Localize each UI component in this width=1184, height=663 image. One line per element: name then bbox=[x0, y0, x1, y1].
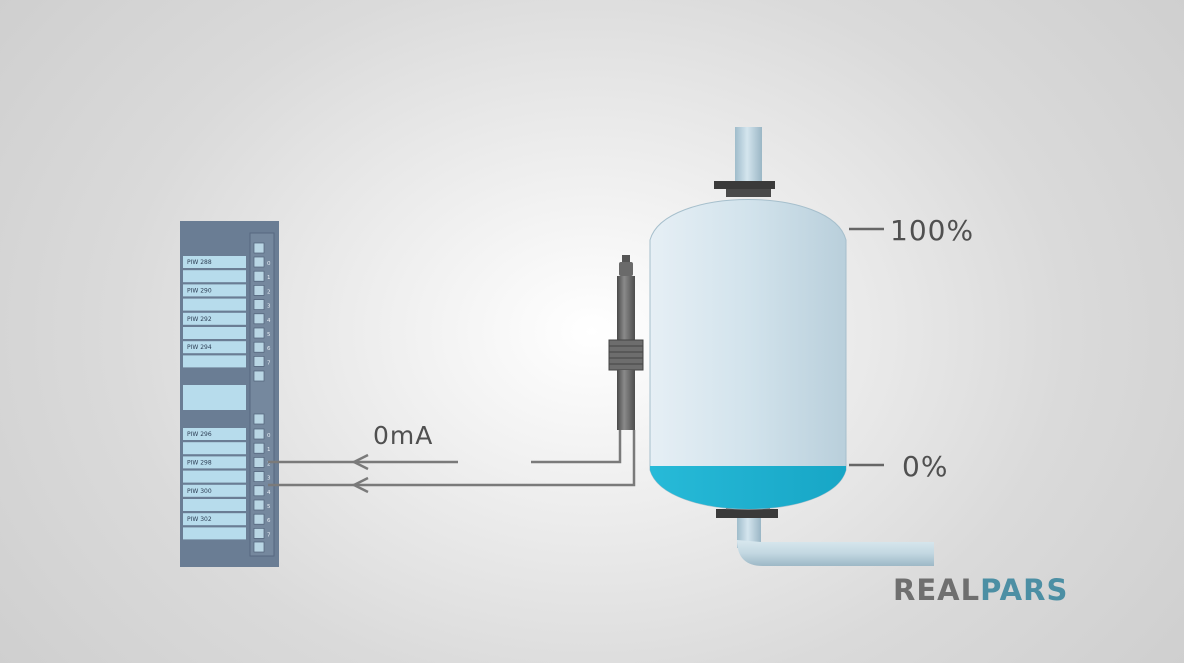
channel-led bbox=[253, 485, 265, 497]
signal-current-label: 0mA bbox=[373, 421, 433, 450]
channel-number: 0 bbox=[267, 261, 271, 267]
input-slot bbox=[183, 442, 246, 455]
module-separator-slot bbox=[183, 385, 246, 410]
channel-led bbox=[253, 242, 265, 254]
input-slot bbox=[183, 484, 246, 497]
channel-led bbox=[253, 457, 265, 468]
input-slot bbox=[183, 327, 246, 339]
arrow-head-icon bbox=[351, 453, 369, 471]
input-slot-label: PIW 294 bbox=[187, 344, 212, 351]
input-slot-label: PIW 300 bbox=[187, 488, 212, 495]
brand-logo: REALPARS bbox=[893, 573, 1068, 607]
input-slot bbox=[183, 527, 246, 540]
channel-led bbox=[253, 499, 265, 511]
channel-number: 2 bbox=[267, 461, 271, 467]
input-slot bbox=[183, 470, 246, 483]
input-slot-label: PIW 298 bbox=[187, 459, 212, 466]
channel-led bbox=[253, 428, 265, 440]
input-slot bbox=[183, 456, 246, 469]
input-slot bbox=[183, 499, 246, 511]
vessel-body bbox=[649, 199, 847, 510]
input-slot-label: PIW 302 bbox=[187, 516, 212, 523]
input-slot-label: PIW 288 bbox=[187, 259, 212, 266]
input-slot bbox=[183, 270, 246, 283]
level-probe-icon bbox=[608, 255, 644, 430]
sensor-probe bbox=[617, 370, 635, 430]
inlet-pipe bbox=[735, 127, 762, 183]
sensor-cap bbox=[622, 255, 630, 263]
channel-led bbox=[253, 528, 265, 539]
input-slot-label: PIW 292 bbox=[187, 316, 212, 323]
channel-led bbox=[253, 413, 265, 425]
brand-logo-part1: REAL bbox=[893, 573, 980, 607]
channel-led bbox=[253, 341, 265, 353]
input-slot bbox=[183, 513, 246, 526]
channel-number: 7 bbox=[267, 532, 271, 538]
input-slot bbox=[183, 355, 246, 368]
channel-number: 3 bbox=[267, 476, 271, 482]
input-slot bbox=[183, 298, 246, 311]
brand-logo-part2: PARS bbox=[980, 573, 1068, 607]
input-slot bbox=[183, 256, 246, 268]
outlet-flange bbox=[716, 509, 778, 518]
channel-number: 4 bbox=[267, 318, 271, 324]
tank: 100% 0% bbox=[649, 127, 974, 566]
channel-number: 5 bbox=[267, 332, 271, 338]
channel-led bbox=[253, 513, 265, 525]
sensor-body bbox=[617, 276, 635, 340]
channel-number: 2 bbox=[267, 289, 271, 295]
channel-led bbox=[253, 541, 265, 553]
liquid-fill bbox=[650, 466, 846, 509]
input-slot bbox=[183, 284, 246, 297]
channel-led bbox=[253, 442, 265, 454]
input-slot-label: PIW 296 bbox=[187, 431, 212, 438]
channel-number: 6 bbox=[267, 346, 271, 352]
input-slot bbox=[183, 312, 246, 325]
channel-number: 6 bbox=[267, 518, 271, 524]
channel-number: 0 bbox=[267, 433, 271, 439]
channel-led bbox=[253, 471, 265, 482]
channel-number: 1 bbox=[267, 275, 271, 281]
channel-number: 4 bbox=[267, 490, 271, 496]
outlet-pipe-horizontal bbox=[737, 540, 934, 566]
inlet-flange bbox=[714, 181, 775, 189]
channel-led bbox=[253, 313, 265, 325]
channel-led bbox=[253, 256, 265, 268]
channel-number: 7 bbox=[267, 360, 271, 366]
channel-led bbox=[253, 327, 265, 339]
channel-led bbox=[253, 285, 265, 296]
inlet-flange-neck bbox=[726, 189, 771, 197]
channel-led bbox=[253, 270, 265, 282]
sensor-head bbox=[619, 262, 633, 276]
channel-number: 1 bbox=[267, 447, 271, 453]
wire-return bbox=[268, 430, 636, 487]
channel-number: 5 bbox=[267, 504, 271, 510]
channel-led bbox=[253, 299, 265, 310]
arrow-head-icon bbox=[351, 476, 369, 494]
input-slot bbox=[183, 341, 246, 354]
input-slot bbox=[183, 428, 246, 440]
signal-wires bbox=[268, 430, 636, 494]
channel-led bbox=[253, 370, 265, 382]
wire-signal-right bbox=[531, 430, 622, 464]
sensor-thread bbox=[608, 339, 644, 371]
input-slot-label: PIW 290 bbox=[187, 287, 212, 294]
channel-number: 3 bbox=[267, 304, 271, 310]
level-high-label: 100% bbox=[890, 214, 974, 247]
level-low-label: 0% bbox=[902, 450, 948, 483]
channel-led bbox=[253, 356, 265, 367]
